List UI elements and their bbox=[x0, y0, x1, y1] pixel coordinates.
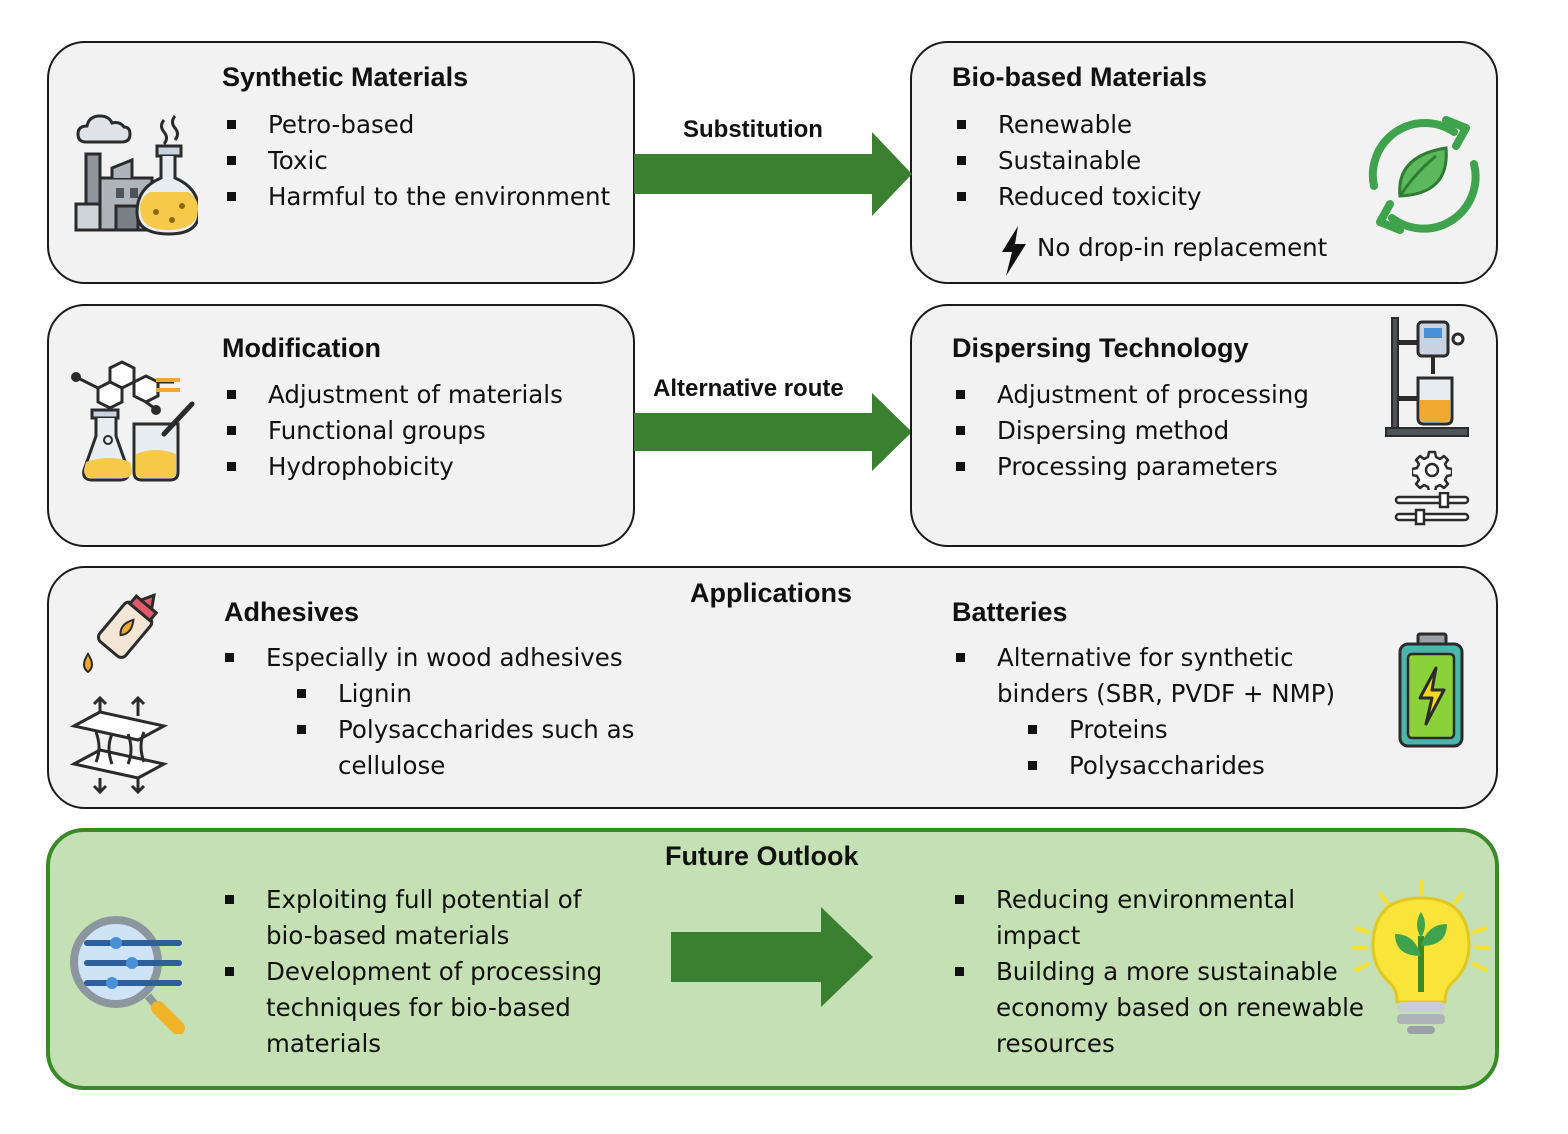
biobased-item: Sustainable bbox=[957, 143, 1141, 179]
leaf-recycle-icon bbox=[1368, 116, 1480, 234]
dispersing-item: Dispersing method bbox=[956, 413, 1229, 449]
sliders-icon bbox=[1394, 492, 1470, 526]
batteries-item: Alternative for synthetic bbox=[956, 640, 1294, 676]
glue-bottle-icon bbox=[83, 593, 159, 674]
modification-item: Hydrophobicity bbox=[227, 449, 454, 485]
dispersing-technology-title: Dispersing Technology bbox=[952, 333, 1249, 363]
dispersing-item: Processing parameters bbox=[956, 449, 1278, 485]
outlook-left-item-continued: bio-based materials bbox=[266, 921, 510, 950]
outlook-right-item-continued: impact bbox=[996, 921, 1081, 950]
synthetic-item: Harmful to the environment bbox=[227, 179, 610, 215]
biobased-materials-title: Bio-based Materials bbox=[952, 62, 1208, 92]
alternative-route-arrow bbox=[634, 393, 912, 471]
future-outlook-title: Future Outlook bbox=[665, 841, 859, 871]
magnifier-sliders-icon bbox=[70, 916, 185, 1034]
outlook-left-item: Development of processing bbox=[225, 954, 602, 990]
biobased-note: No drop-in replacement bbox=[1037, 233, 1328, 262]
modification-title: Modification bbox=[222, 333, 381, 363]
gear-icon bbox=[1412, 450, 1452, 490]
alternative-route-label: Alternative route bbox=[653, 375, 844, 402]
substitution-label: Substitution bbox=[683, 116, 823, 143]
outlook-left-item-continued: materials bbox=[266, 1029, 382, 1058]
outlook-right-item: Building a more sustainable bbox=[955, 954, 1338, 990]
synthetic-materials-box bbox=[47, 41, 635, 284]
synthetic-item: Petro-based bbox=[227, 107, 414, 143]
adhesives-subitem: Lignin bbox=[297, 676, 412, 712]
batteries-subitem: Polysaccharides bbox=[1028, 748, 1265, 784]
outlook-left-item: Exploiting full potential of bbox=[225, 882, 581, 918]
battery-charging-icon bbox=[1398, 632, 1464, 748]
biobased-item: Renewable bbox=[957, 107, 1132, 143]
outlook-right-item-continued: resources bbox=[996, 1029, 1115, 1058]
outlook-arrow bbox=[671, 907, 873, 1007]
outlook-right-item: Reducing environmental bbox=[955, 882, 1295, 918]
lightning-bolt-icon bbox=[1002, 226, 1026, 276]
molecule-beakers-icon bbox=[71, 360, 195, 482]
batteries-subitem: Proteins bbox=[1028, 712, 1168, 748]
lightbulb-plant-icon bbox=[1352, 880, 1490, 1034]
batteries-item-continued: binders (SBR, PVDF + NMP) bbox=[997, 679, 1336, 708]
lab-stand-icon bbox=[1385, 317, 1469, 437]
applications-box bbox=[47, 566, 1498, 809]
adhesives-item: Especially in wood adhesives bbox=[225, 640, 623, 676]
factory-flask-icon bbox=[74, 114, 198, 236]
modification-item: Adjustment of materials bbox=[227, 377, 563, 413]
applications-title: Applications bbox=[690, 578, 853, 608]
bonding-layers-icon bbox=[70, 696, 168, 794]
synthetic-item: Toxic bbox=[227, 143, 328, 179]
substitution-arrow bbox=[634, 132, 912, 216]
biobased-item: Reduced toxicity bbox=[957, 179, 1202, 215]
synthetic-materials-title: Synthetic Materials bbox=[222, 62, 469, 92]
outlook-right-item-continued: economy based on renewable bbox=[996, 993, 1364, 1022]
modification-item: Functional groups bbox=[227, 413, 486, 449]
adhesives-title: Adhesives bbox=[224, 597, 360, 627]
batteries-title: Batteries bbox=[952, 597, 1068, 627]
outlook-left-item-continued: techniques for bio-based bbox=[266, 993, 571, 1022]
adhesives-subitem-continued: cellulose bbox=[338, 751, 446, 780]
dispersing-item: Adjustment of processing bbox=[956, 377, 1309, 413]
adhesives-subitem: Polysaccharides such as bbox=[297, 712, 634, 748]
